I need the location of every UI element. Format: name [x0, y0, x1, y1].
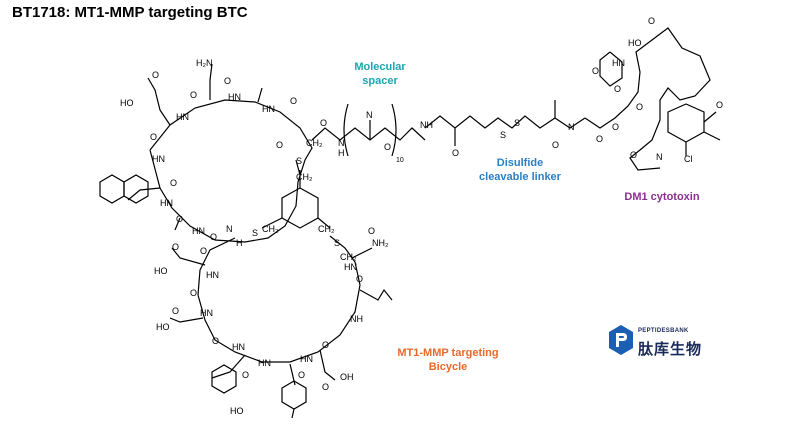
oxygen-label: O: [612, 122, 619, 132]
oxygen-label: O: [384, 142, 391, 152]
page-title: BT1718: MT1-MMP targeting BTC: [12, 4, 248, 21]
oxygen-label: O: [152, 70, 159, 80]
benzene-scaffold: [261, 170, 331, 229]
oxygen-label: O: [176, 214, 183, 224]
oxygen-label: O: [190, 288, 197, 298]
hydroxyl-label: HO: [230, 406, 244, 416]
sulfur-label: S: [500, 130, 506, 140]
oxygen-label: O: [320, 118, 327, 128]
oxygen-label: O: [716, 100, 723, 110]
amide-label: HN: [152, 154, 165, 164]
oxygen-label: O: [242, 370, 249, 380]
ch2-label: CH₂: [340, 252, 357, 262]
dm1-payload-label: DM1 cytotoxin: [624, 191, 700, 203]
amide-label: HN: [300, 354, 313, 364]
oxygen-label: O: [298, 370, 305, 380]
oxygen-label: O: [290, 96, 297, 106]
bicycle-label: MT1-MMP targeting Bicycle: [397, 347, 499, 373]
sulfur-label: S: [514, 118, 520, 128]
oxygen-label: O: [630, 150, 637, 160]
sulfur-label: S: [296, 156, 302, 166]
sulfur-label: S: [252, 228, 258, 238]
amide-label: N: [338, 138, 345, 148]
oxygen-label: O: [452, 148, 459, 158]
nitrogen-label: N: [568, 122, 575, 132]
oxygen-label: O: [596, 134, 603, 144]
repeat-count-label: 10: [396, 157, 404, 164]
oxygen-label: O: [356, 274, 363, 284]
amide-label: HN: [228, 92, 241, 102]
logo-chinese-name: 肽库生物: [638, 341, 703, 358]
amide-label: HN: [612, 58, 625, 68]
phenylalanine-ring: [211, 364, 237, 394]
ch2-label: CH₂: [318, 224, 335, 234]
oxygen-label: O: [172, 242, 179, 252]
amide-label: NH: [350, 314, 363, 324]
amide-label: HN: [262, 104, 275, 114]
oxygen-label: O: [322, 340, 329, 350]
oxygen-label: O: [276, 140, 283, 150]
disulfide-linker-label: Disulfide cleavable linker: [479, 157, 561, 183]
amide-label: HN: [206, 270, 219, 280]
tyrosine-ring: [281, 380, 307, 419]
oxygen-label: O: [592, 66, 599, 76]
oxygen-label: O: [224, 76, 231, 86]
amine-label: H₂N: [196, 58, 213, 68]
logo-english-name: PEPTIDESBANK: [638, 328, 689, 334]
peptidesbank-logo: PEPTIDESBANK 肽库生物: [608, 322, 718, 362]
chlorine-label: Cl: [684, 154, 693, 164]
amide-label: N: [226, 224, 233, 234]
hydroxyl-label: HO: [120, 98, 134, 108]
amide-label: HN: [200, 308, 213, 318]
oxygen-label: O: [648, 16, 655, 26]
nitrogen-label: N: [366, 110, 373, 120]
oxygen-label: O: [636, 102, 643, 112]
amide-label: HN: [160, 198, 173, 208]
hydrogen-label: H: [236, 238, 243, 248]
molecular-spacer-label: Molecular spacer: [354, 61, 406, 87]
amide-label: HN: [192, 226, 205, 236]
hydrogen-label: H: [338, 148, 345, 158]
oxygen-label: O: [322, 382, 329, 392]
oxygen-label: O: [200, 246, 207, 256]
nitrogen-label: N: [656, 152, 663, 162]
naphthyl-group: [99, 174, 149, 204]
oxygen-label: O: [172, 306, 179, 316]
lower-peptide-ring: [169, 235, 393, 386]
upper-peptide-ring: [127, 63, 313, 243]
oxygen-label: O: [190, 90, 197, 100]
hydroxyl-label: OH: [340, 372, 354, 382]
oxygen-label: O: [150, 132, 157, 142]
amide-label: HN: [176, 112, 189, 122]
amide-label: NH: [420, 120, 433, 130]
ch2-label: CH₂: [296, 172, 313, 182]
hydroxyl-label: HO: [154, 266, 168, 276]
hydroxyl-label: HO: [156, 322, 170, 332]
amide-label: HN: [232, 342, 245, 352]
oxygen-label: O: [614, 84, 621, 94]
amide-label: HN: [258, 358, 271, 368]
oxygen-label: O: [552, 140, 559, 150]
ch2-label: CH₂: [306, 138, 323, 148]
ch2-label: CH₂: [262, 224, 279, 234]
hydroxyl-label: HO: [628, 38, 642, 48]
amide-label: HN: [344, 262, 357, 272]
oxygen-label: O: [368, 226, 375, 236]
amine-label: NH₂: [372, 238, 389, 248]
oxygen-label: O: [170, 178, 177, 188]
peptidesbank-logo-icon: [609, 325, 633, 355]
oxygen-label: O: [212, 336, 219, 346]
spacer-chain: [311, 103, 426, 157]
dm1-macrocycle: [584, 27, 721, 171]
oxygen-label: O: [210, 232, 217, 242]
sulfur-label: S: [334, 238, 340, 248]
linker-chain: [424, 100, 586, 146]
